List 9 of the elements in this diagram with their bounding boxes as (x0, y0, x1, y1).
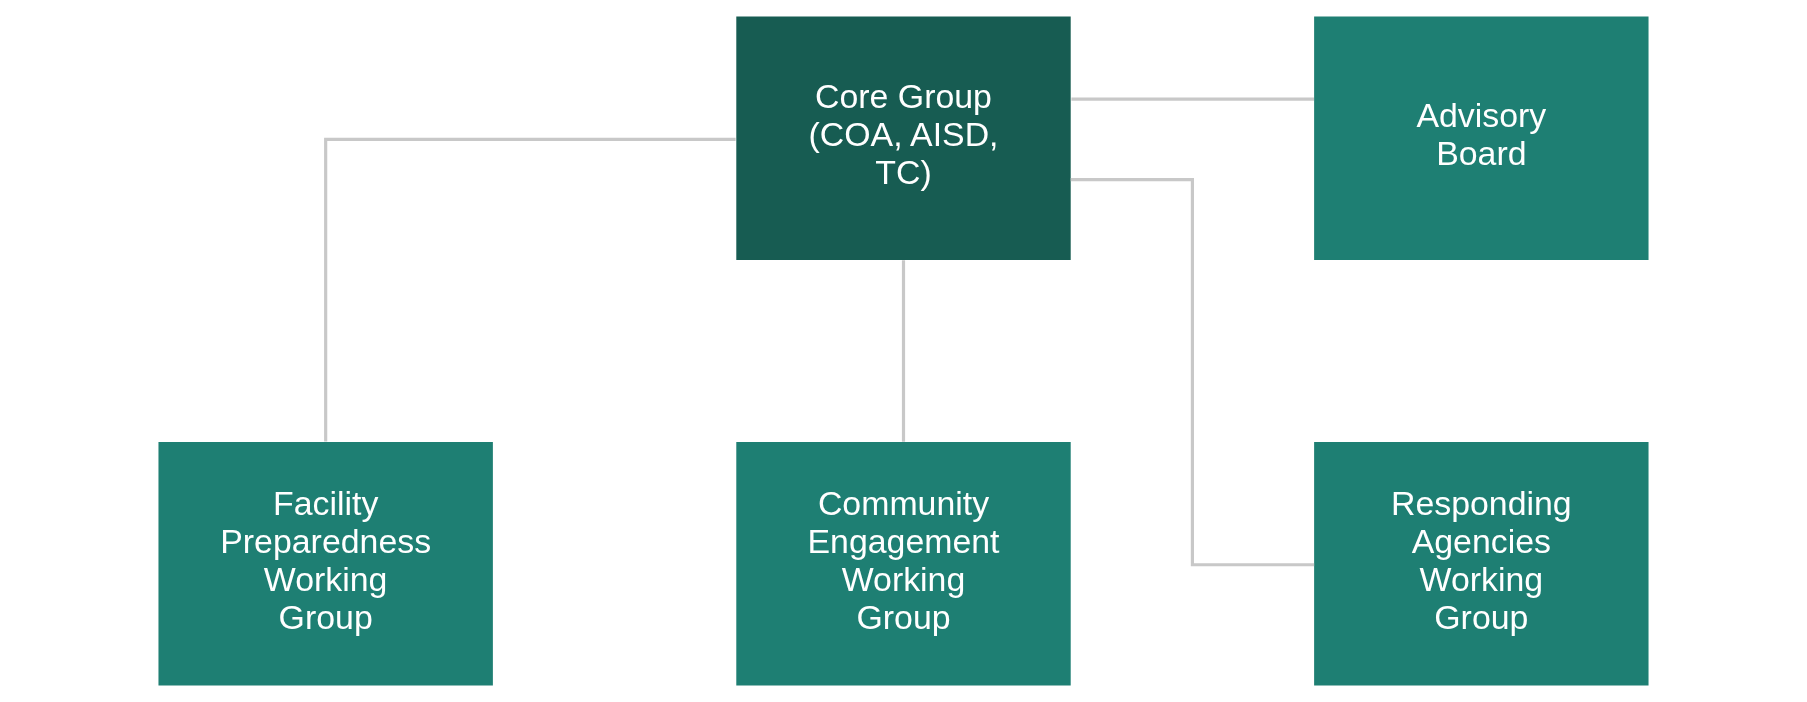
connector (901, 260, 906, 442)
connector (324, 137, 736, 442)
connector (1070, 177, 1315, 567)
node-box: Advisory Board (1314, 16, 1649, 260)
connector (1071, 97, 1314, 101)
node-box: Facility Preparedness Working Group (158, 442, 493, 686)
node-box: Responding Agencies Working Group (1314, 442, 1649, 686)
node-box: Core Group (COA, AISD, TC) (736, 16, 1071, 260)
node-box: Community Engagement Working Group (736, 442, 1071, 686)
